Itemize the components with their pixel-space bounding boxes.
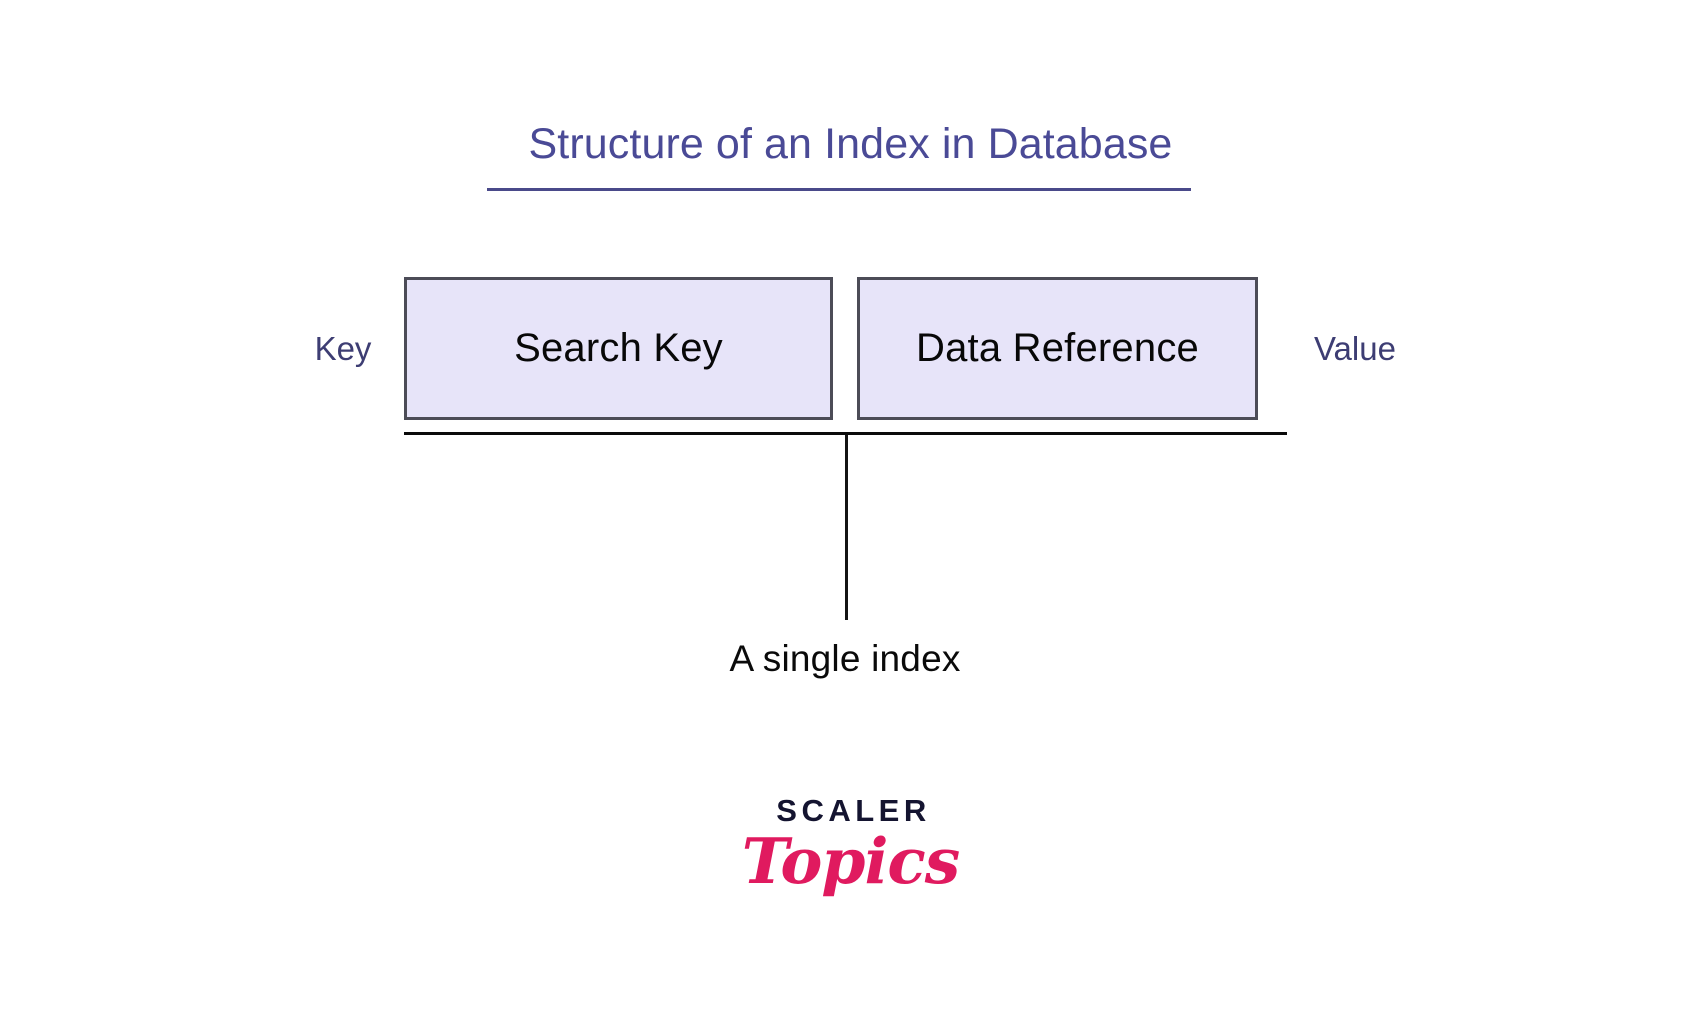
page-title: Structure of an Index in Database <box>528 120 1173 168</box>
index-record-row: Search Key Data Reference <box>404 277 1258 420</box>
title-block: Structure of an Index in Database <box>0 120 1701 191</box>
logo-wordmark-topics: Topics <box>741 824 960 898</box>
caption-single-index: A single index <box>729 638 961 679</box>
drop-line-connector <box>845 435 848 620</box>
bottom-caption-block: A single index <box>0 638 1701 680</box>
index-cell-data-reference: Data Reference <box>857 277 1258 420</box>
index-cell-data-reference-label: Data Reference <box>916 326 1199 370</box>
title-underline <box>487 188 1191 191</box>
index-cell-search-key-label: Search Key <box>514 326 723 370</box>
caption-key: Key <box>314 330 372 367</box>
scaler-topics-logo: SCALER Topics <box>0 795 1701 894</box>
logo-wordmark-scaler: SCALER <box>776 793 931 828</box>
index-cell-search-key: Search Key <box>404 277 833 420</box>
caption-value: Value <box>1314 330 1396 367</box>
baseline-connector <box>404 432 1287 435</box>
